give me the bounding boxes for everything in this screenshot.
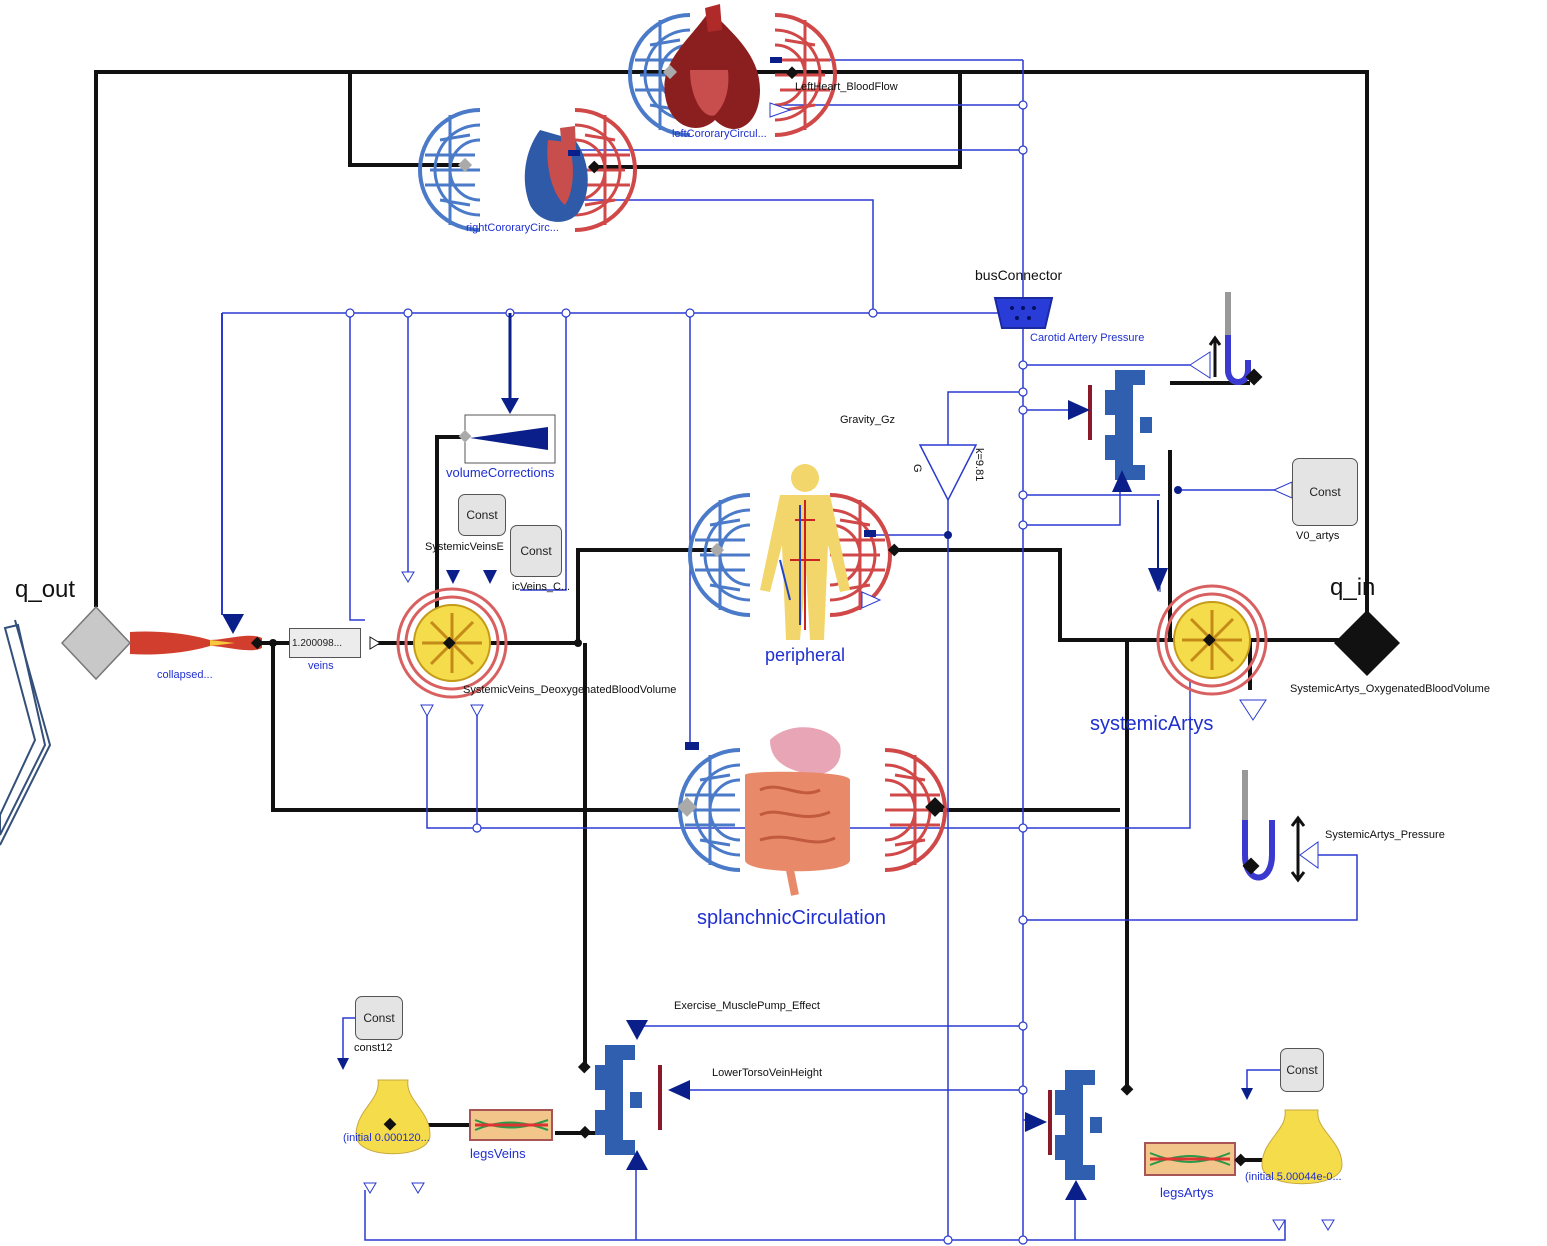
label-legs-artys: legsArtys xyxy=(1160,1185,1214,1200)
legs-veins-compliance[interactable] xyxy=(355,1079,431,1155)
legs-artys-compliance[interactable] xyxy=(1261,1109,1343,1185)
carotid-gauge[interactable] xyxy=(1189,292,1251,385)
label-exercise: Exercise_MusclePump_Effect xyxy=(674,1000,820,1012)
wire-top-right xyxy=(790,70,1369,640)
collapsed-vessel[interactable] xyxy=(130,313,262,655)
const-12[interactable]: Const xyxy=(355,996,403,1040)
sig-systemic-top xyxy=(1023,485,1121,526)
label-left-heart-flow: LeftHeart_BloodFlow xyxy=(795,81,898,93)
port-q-in[interactable] xyxy=(1334,610,1400,676)
label-systemic-veins-c: icVeins_C... xyxy=(512,581,571,593)
hydrostatic-column-legs-artys[interactable] xyxy=(1025,1070,1102,1200)
bus-nodes xyxy=(345,100,1028,1245)
label-veins: veins xyxy=(308,660,334,672)
signal-inputs xyxy=(337,570,1253,1100)
label-left-coronary: leftCororaryCircul... xyxy=(672,128,767,140)
legs-artys-resistor[interactable] xyxy=(1144,1142,1236,1176)
intestine-icon xyxy=(745,727,850,896)
sig-press xyxy=(1023,854,1358,921)
const-legs-artys[interactable]: Const xyxy=(1280,1048,1324,1092)
sig-rc xyxy=(580,199,874,313)
label-lower-torso: LowerTorsoVeinHeight xyxy=(712,1067,823,1079)
human-body-icon xyxy=(760,464,850,640)
artys-pressure-gauge[interactable] xyxy=(1242,770,1319,883)
label-gain-g: G xyxy=(911,464,923,473)
label-bus-connector: busConnector xyxy=(975,267,1063,283)
wire-left-coronary xyxy=(348,72,465,167)
label-initial-veins: (initial 0.000120... xyxy=(343,1132,430,1144)
label-splanchnic: splanchnicCirculation xyxy=(697,907,886,929)
vein-network-icon xyxy=(688,493,752,617)
hydrostatic-column-upper[interactable] xyxy=(1068,370,1168,592)
bus-connector-icon[interactable] xyxy=(993,297,1054,329)
veins-value-box[interactable]: 1.200098... xyxy=(289,628,361,658)
right-coronary-circulation[interactable] xyxy=(418,108,637,232)
label-legs-veins: legsVeins xyxy=(470,1146,526,1161)
label-peripheral: peripheral xyxy=(765,645,846,665)
wire-splanchnic-loop xyxy=(262,641,690,812)
sig-legs-loop xyxy=(364,1190,1286,1241)
sig-566 xyxy=(520,313,567,591)
callout-arrow-icon xyxy=(0,623,47,836)
label-systemic-veins-overlap: SystemicVeins_DeoxygenatedBloodVolume xyxy=(463,684,677,696)
label-gain-k: k=9.81 xyxy=(973,448,985,482)
hydrostatic-column-legs-veins[interactable] xyxy=(595,1020,690,1170)
sig-350 xyxy=(349,313,365,621)
splanchnic-circulation[interactable] xyxy=(678,727,947,896)
wire-right-coronary xyxy=(595,72,962,169)
hydrostatic-column-icon xyxy=(1105,370,1152,480)
hydrostatic-column-icon xyxy=(1055,1070,1102,1180)
label-gravity: Gravity_Gz xyxy=(840,414,896,426)
small-ports xyxy=(363,102,1335,1231)
label-const12: const12 xyxy=(354,1042,393,1054)
label-systemic-artys: systemicArtys xyxy=(1090,713,1214,735)
wire-vc xyxy=(435,435,465,640)
label-q-in: q_in xyxy=(1330,574,1376,601)
label-right-coronary: rightCororaryCirc... xyxy=(466,222,559,234)
label-systemic-veins-e: SystemicVeinsE xyxy=(425,541,504,553)
artery-network-icon xyxy=(773,13,837,137)
left-coronary-circulation[interactable] xyxy=(628,4,837,137)
peripheral[interactable] xyxy=(688,464,892,640)
sig-gravity xyxy=(947,391,1023,445)
label-artys-pressure: SystemicArtys_Pressure xyxy=(1325,829,1445,841)
veins-value: 1.200098... xyxy=(292,637,343,649)
gain-gravity[interactable] xyxy=(918,444,978,502)
legs-veins-resistor[interactable] xyxy=(469,1109,553,1141)
veins-out-arrow xyxy=(369,636,381,650)
label-initial-artys: (initial 5.00044e-0... xyxy=(1245,1171,1342,1183)
wire-peripheral-out xyxy=(895,548,1367,642)
heart-icon xyxy=(664,4,760,129)
const-systemic-veins-e[interactable]: Const xyxy=(458,494,506,536)
port-q-out[interactable] xyxy=(60,605,132,681)
hydrostatic-column-icon xyxy=(595,1045,642,1155)
fluid-connections xyxy=(94,70,1369,1162)
callout-arrow-outline xyxy=(0,619,52,846)
label-carotid-pressure: Carotid Artery Pressure xyxy=(1030,332,1145,344)
sig-const-r xyxy=(1246,1069,1280,1090)
label-volume-corrections: volumeCorrections xyxy=(446,465,555,480)
label-artys-oxy-volume: SystemicArtys_OxygenatedBloodVolume xyxy=(1290,683,1490,695)
label-collapsed: collapsed... xyxy=(157,669,213,681)
const-v0-artys[interactable]: Const xyxy=(1292,458,1358,526)
vein-network-icon xyxy=(418,108,482,232)
const-systemic-veins-c[interactable]: Const xyxy=(510,525,562,577)
label-v0-artys: V0_artys xyxy=(1296,530,1340,542)
label-q-out: q_out xyxy=(15,576,76,603)
volume-corrections[interactable] xyxy=(464,313,556,464)
wire-top-left xyxy=(94,70,790,607)
sig-const12 xyxy=(342,1017,355,1060)
